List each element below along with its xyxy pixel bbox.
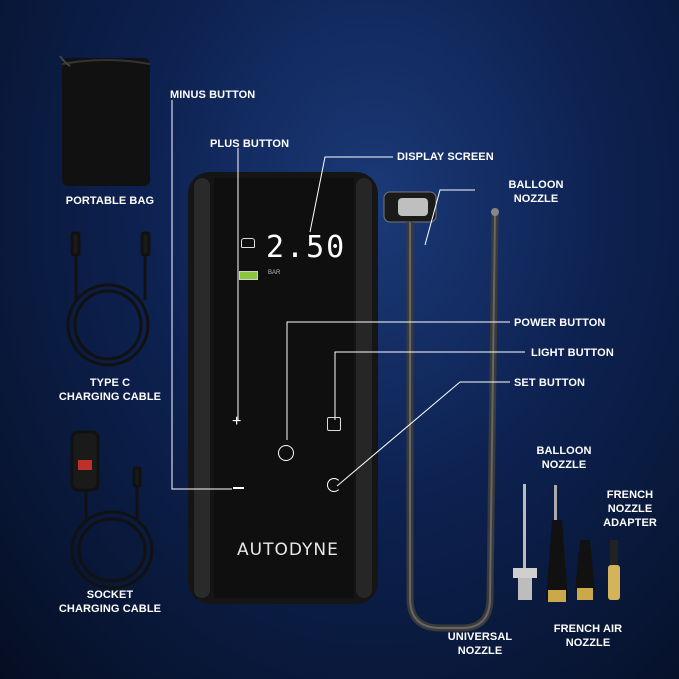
socket-cable-icon xyxy=(70,430,154,590)
label-display-screen: DISPLAY SCREEN xyxy=(397,151,494,163)
brand-logo: AUTODYNE xyxy=(237,540,339,560)
pressure-unit: BAR xyxy=(268,270,281,276)
label-portable-bag: PORTABLE BAG xyxy=(65,195,155,207)
type-c-cable-icon xyxy=(66,231,151,367)
label-socket-cable: SOCKET CHARGING CABLE xyxy=(58,589,162,615)
plus-icon[interactable]: + xyxy=(232,413,242,430)
car-icon xyxy=(241,238,255,248)
label-french-air-nozzle: FRENCH AIR NOZZLE xyxy=(553,623,623,649)
nozzle-set xyxy=(513,484,620,602)
label-type-c-cable: TYPE C CHARGING CABLE xyxy=(58,377,162,403)
label-power-button: POWER BUTTON xyxy=(514,317,606,329)
set-icon[interactable] xyxy=(327,478,341,492)
label-balloon-nozzle-bottom: BALLOON NOZZLE xyxy=(536,445,592,471)
label-set-button: SET BUTTON xyxy=(514,377,586,389)
label-plus-button: PLUS BUTTON xyxy=(210,138,290,150)
inflator-device xyxy=(188,172,378,604)
label-french-nozzle-adapter: FRENCH NOZZLE ADAPTER xyxy=(603,489,657,529)
minus-icon[interactable] xyxy=(233,487,244,489)
power-icon[interactable] xyxy=(278,445,294,461)
light-icon[interactable] xyxy=(327,417,341,431)
air-hose xyxy=(383,191,499,632)
battery-icon xyxy=(239,271,258,280)
label-light-button: LIGHT BUTTON xyxy=(531,347,614,359)
label-balloon-nozzle-top: BALLOON NOZZLE xyxy=(508,179,564,205)
portable-bag-icon xyxy=(59,55,151,186)
label-minus-button: MINUS BUTTON xyxy=(170,89,256,101)
pressure-readout: 2.50 xyxy=(266,230,347,265)
label-universal-nozzle: UNIVERSAL NOZZLE xyxy=(447,631,513,657)
callout-lines xyxy=(171,100,525,490)
